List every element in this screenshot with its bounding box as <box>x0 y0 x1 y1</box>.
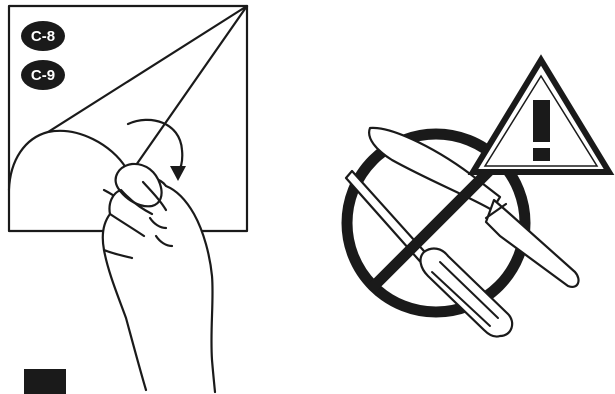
badge-c8: C-8 <box>21 21 65 51</box>
exclamation-bar <box>533 100 550 142</box>
exclamation-dot <box>533 148 550 161</box>
badge-c8-label: C-8 <box>31 28 55 45</box>
marker-square <box>24 369 66 394</box>
warning-triangle-icon <box>473 60 609 172</box>
badge-c9-label: C-9 <box>31 67 55 84</box>
badge-c9: C-9 <box>21 60 65 90</box>
